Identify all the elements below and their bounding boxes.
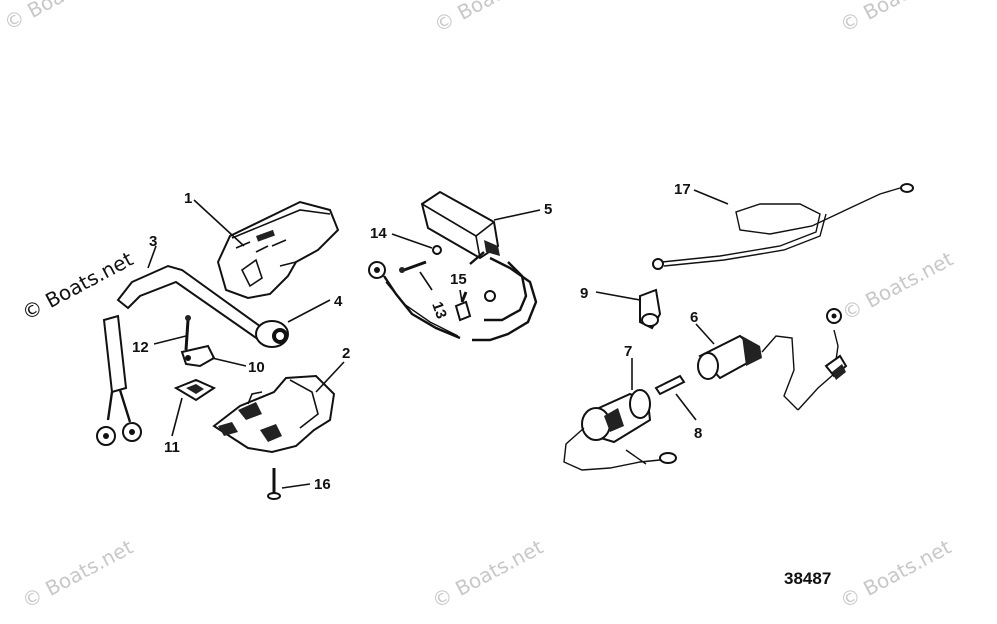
part-11-pad <box>173 378 217 402</box>
part-wire-harness-left <box>96 314 142 446</box>
callout-9: 9 <box>580 285 588 302</box>
figure-number: 38487 <box>784 569 831 588</box>
callout-7: 7 <box>624 343 632 360</box>
part-17-wire <box>652 183 914 270</box>
callout-17: 17 <box>674 181 691 198</box>
part-8-pin <box>654 374 686 396</box>
part-14-washer <box>432 245 442 255</box>
part-6-connector <box>697 308 848 411</box>
part-10-clamp <box>180 344 216 368</box>
callout-5: 5 <box>544 201 552 218</box>
callout-13: 13 <box>428 300 450 321</box>
callout-12: 12 <box>132 339 149 356</box>
leader-lines <box>147 189 729 489</box>
part-12-screw <box>184 315 191 351</box>
callout-4: 4 <box>334 293 343 310</box>
callout-8: 8 <box>694 425 702 442</box>
part-7-plug <box>563 389 677 471</box>
callout-1: 1 <box>184 190 192 207</box>
callout-10: 10 <box>248 359 265 376</box>
part-2-cover-bottom <box>212 374 336 454</box>
part-5-switch-box <box>420 190 538 342</box>
part-9-bracket <box>639 288 662 330</box>
part-16-screw <box>267 468 281 500</box>
callout-15: 15 <box>450 271 467 288</box>
callout-11: 11 <box>164 439 180 456</box>
part-13-screw <box>399 260 427 273</box>
callout-14: 14 <box>370 225 387 242</box>
part-1-cover-top <box>216 200 340 300</box>
part-wire-ring-terminal <box>368 261 461 340</box>
callout-6: 6 <box>690 309 698 326</box>
callout-16: 16 <box>314 476 331 493</box>
part-4-knob <box>255 320 289 348</box>
part-15-bolt <box>454 290 496 322</box>
callout-2: 2 <box>342 345 350 362</box>
callout-3: 3 <box>149 233 157 250</box>
